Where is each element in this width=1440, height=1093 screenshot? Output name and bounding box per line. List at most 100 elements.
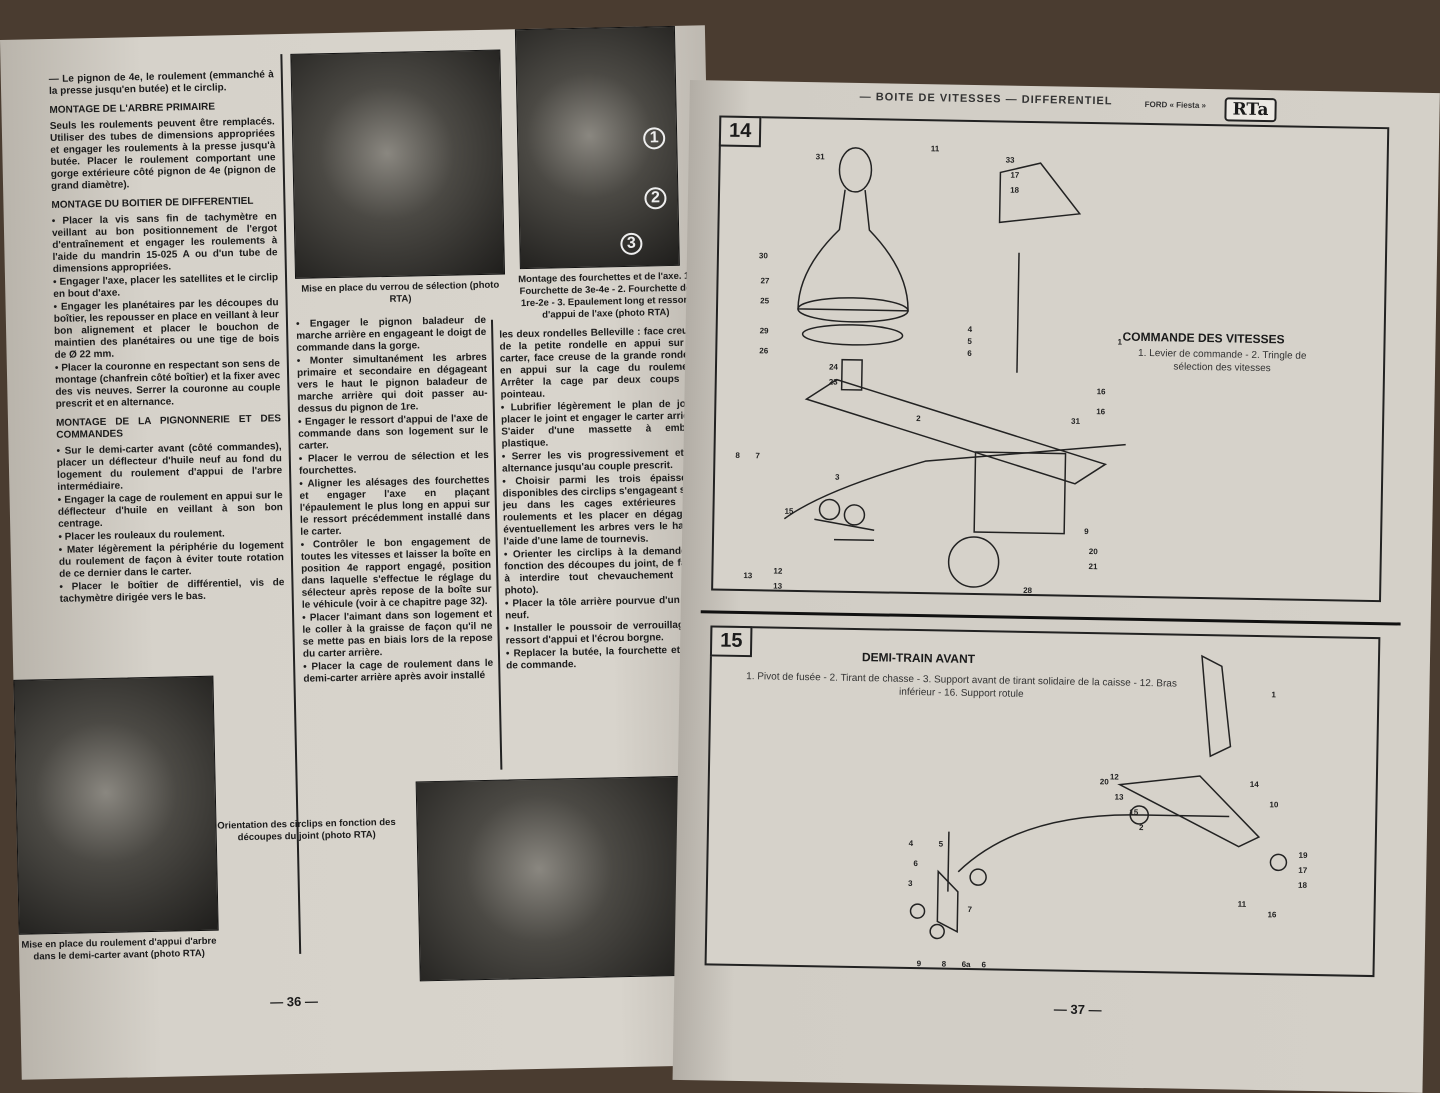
- paragraph: • Engager les planétaires par les découp…: [53, 297, 280, 361]
- intro-text: — Le pignon de 4e, le roulement (emmanch…: [48, 69, 274, 97]
- part-number-label: 8: [942, 960, 947, 969]
- part-number-label: 11: [931, 144, 940, 153]
- part-number-label: 6: [913, 859, 918, 868]
- part-number-label: 27: [760, 276, 770, 285]
- paragraph: • Replacer la butée, la fourchette et l'…: [505, 644, 707, 672]
- part-number-label: 28: [1023, 586, 1033, 595]
- part-number-label: 13: [1114, 793, 1124, 802]
- paragraph: • Choisir parmi les trois épaisseurs dis…: [502, 472, 704, 548]
- part-number-label: 19: [1298, 851, 1308, 860]
- photo-roulement-appui: [13, 675, 219, 935]
- rta-logo: RTa: [1224, 97, 1277, 123]
- part-number-label: 20: [1100, 777, 1110, 786]
- part-number-label: 20: [1089, 547, 1099, 556]
- part-number-label: 25: [760, 296, 770, 305]
- part-number-label: 33: [1006, 156, 1016, 165]
- part-number-label: 24: [829, 362, 839, 371]
- photo-caption: Montage des fourchettes et de l'axe. 1. …: [518, 270, 693, 321]
- photo-verrou-selection: [290, 49, 506, 279]
- part-number-label: 11: [1238, 900, 1247, 909]
- photo-marker: 1: [642, 127, 666, 150]
- paragraph: • Contrôler le bon engagement de toutes …: [300, 535, 492, 611]
- running-header: — BOITE DE VITESSES — DIFFERENTIEL: [859, 90, 1113, 108]
- part-number-label: 18: [1010, 186, 1020, 195]
- part-number-label: 31: [816, 152, 826, 161]
- part-number-label: 13: [743, 571, 753, 580]
- column-1: — Le pignon de 4e, le roulement (emmanch…: [49, 69, 285, 607]
- part-number-label: 16: [1097, 387, 1107, 396]
- column-2: • Engager le pignon baladeur de marche a…: [296, 315, 494, 687]
- part-number-label: 16: [1267, 910, 1277, 919]
- part-number-label: 16: [1096, 407, 1106, 416]
- paragraph: • Serrer les vis progressivement et en a…: [501, 447, 702, 475]
- part-number-label: 31: [1071, 417, 1081, 426]
- part-number-label: 15: [1129, 808, 1139, 817]
- photo-fourchettes: 1 2 3: [514, 25, 680, 270]
- part-number-label: 10: [1269, 800, 1279, 809]
- paragraph: • Installer le poussoir de verrouillage,…: [505, 619, 706, 647]
- part-number-label: 5: [939, 839, 944, 848]
- part-number-label: 12: [773, 567, 783, 576]
- paragraph: les deux rondelles Belleville : face cre…: [499, 325, 701, 401]
- paragraph: • Engager la cage de roulement en appui …: [57, 490, 283, 530]
- heading-pignonnerie: MONTAGE DE LA PIGNONNERIE ET DES COMMAND…: [55, 413, 282, 441]
- left-page: — Le pignon de 4e, le roulement (emmanch…: [0, 25, 727, 1080]
- part-number-label: 2: [916, 414, 921, 423]
- paragraph: • Placer la tôle arrière pourvue d'un jo…: [504, 594, 705, 622]
- part-number-label: 17: [1298, 866, 1308, 875]
- column-3: les deux rondelles Belleville : face cre…: [499, 325, 706, 673]
- part-number-label: 1: [1271, 690, 1276, 699]
- photo-marker: 3: [620, 232, 643, 256]
- part-number-label: 29: [760, 326, 770, 335]
- paragraph: • Mater légèrement la périphérie du loge…: [58, 540, 285, 580]
- paragraph: • Engager le pignon baladeur de marche a…: [295, 314, 487, 354]
- part-number-label: 30: [759, 251, 769, 260]
- photo-caption: Mise en place du roulement d'appui d'arb…: [21, 935, 217, 963]
- part-number-label: 9: [1084, 527, 1089, 536]
- heading-arbre-primaire: MONTAGE DE L'ARBRE PRIMAIRE: [49, 101, 216, 116]
- part-number-label: 6: [982, 960, 987, 969]
- part-number-label: 6a: [962, 960, 972, 969]
- paragraph: • Lubrifier légèrement le plan de joint,…: [500, 398, 702, 450]
- paragraph: • Placer la vis sans fin de tachymètre e…: [51, 211, 278, 275]
- part-number-label: 14: [1250, 780, 1260, 789]
- front-suspension-diagram: 1 20 14 12 13 15 10 2 4 6 5 3 7 19 17 18 11 16 9 8 6a 6: [908, 654, 1308, 969]
- paragraph: • Engager l'axe, placer les satellites e…: [52, 272, 279, 300]
- photo-caption: Mise en place du verrou de sélection (ph…: [301, 279, 500, 305]
- model-name: FORD « Fiesta »: [1144, 99, 1207, 111]
- part-number-label: 12: [1110, 772, 1120, 781]
- part-number-label: 2: [1139, 823, 1144, 832]
- part-number-label: 7: [967, 905, 972, 914]
- heading-boitier-differentiel: MONTAGE DU BOITIER DE DIFFERENTIEL: [51, 195, 254, 211]
- paragraph: • Orienter les circlips à la demande en …: [503, 545, 705, 597]
- paragraph: • Engager le ressort d'appui de l'axe de…: [297, 412, 489, 452]
- photo-caption: Orientation des circlips en fonction des…: [217, 816, 396, 844]
- part-number-label: 18: [1298, 881, 1308, 890]
- paragraph: • Placer l'aimant dans son logement et l…: [302, 608, 493, 660]
- part-number-label: 15: [784, 507, 794, 516]
- paragraph: • Sur le demi-carter avant (côté command…: [56, 441, 283, 493]
- part-number-label: 7: [755, 451, 760, 460]
- paragraph: • Placer la couronne en respectant son s…: [54, 358, 281, 410]
- figure-15: 15 DEMI-TRAIN AVANT 1. Pivot de fusée - …: [704, 625, 1381, 978]
- section-divider: [700, 610, 1401, 626]
- part-number-label: 4: [968, 325, 973, 334]
- part-number-label: 13: [773, 582, 783, 591]
- page-number: — 36 —: [270, 993, 319, 1010]
- photo-circlips: [415, 775, 690, 982]
- paragraph: • Monter simultanément les arbres primai…: [296, 351, 488, 415]
- part-number-label: 23: [829, 377, 839, 386]
- part-number-label: 4: [909, 839, 914, 848]
- paragraph: • Placer le verrou de sélection et les f…: [298, 449, 489, 477]
- part-number-label: 9: [917, 959, 922, 968]
- paragraph: • Placer le boîtier de différentiel, vis…: [59, 577, 285, 605]
- paragraph: • Placer la cage de roulement dans le de…: [303, 657, 494, 685]
- part-number-label: 3: [835, 473, 840, 482]
- part-number-label: 1: [1117, 338, 1122, 347]
- part-number-label: 6: [967, 349, 972, 358]
- part-number-label: 3: [908, 879, 913, 888]
- paragraph: Seuls les roulements peuvent être rempla…: [49, 116, 276, 192]
- right-page: — BOITE DE VITESSES — DIFFERENTIEL FORD …: [672, 80, 1440, 1093]
- figure-14: 14 COMMANDE DES VITESSES 1. Levier de co…: [711, 115, 1390, 603]
